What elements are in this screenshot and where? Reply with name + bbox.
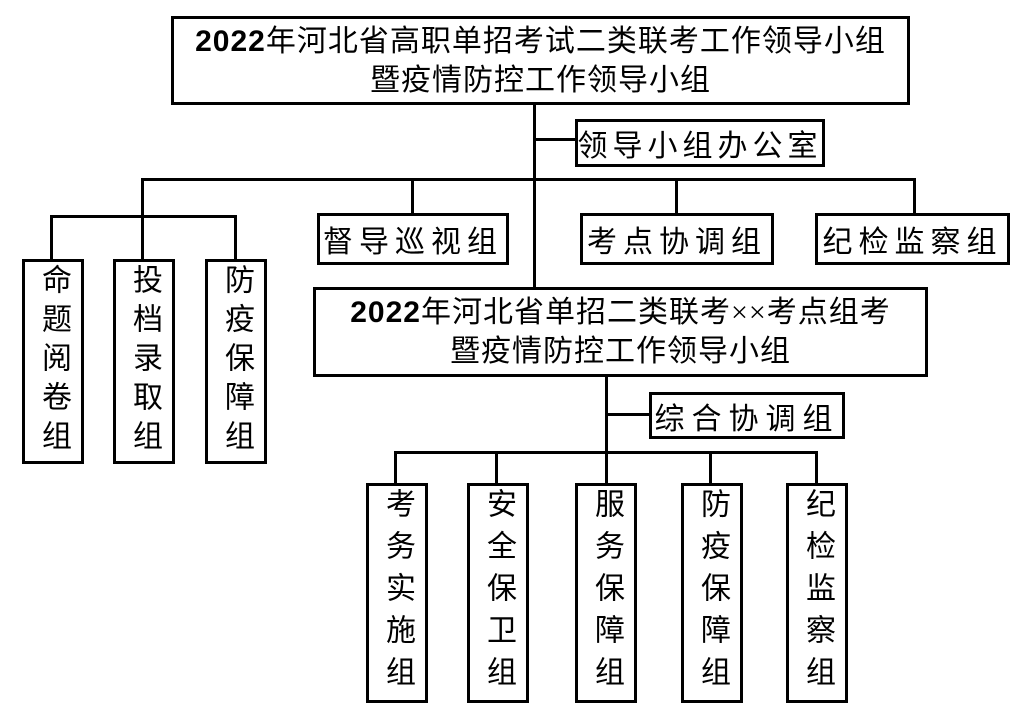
connector-office-branch xyxy=(534,138,575,141)
epidemic-prevention-label: 防疫保障组 xyxy=(220,264,253,459)
connector-level2-bus xyxy=(141,178,916,181)
connector-drop-site-coordination xyxy=(675,178,678,213)
connector-drop-exam-implementation xyxy=(394,451,397,483)
box-epidemic-prevention-group-site: 防疫保障组 xyxy=(681,483,743,703)
site-coordination-label: 考点协调组 xyxy=(587,226,767,259)
connector-drop-discipline xyxy=(913,178,916,213)
epidemic-prevention-site-label: 防疫保障组 xyxy=(696,488,729,698)
connector-drop-discipline-site xyxy=(815,451,818,483)
connector-drop-epidemic xyxy=(234,215,237,259)
box-exam-implementation-group: 考务实施组 xyxy=(366,483,428,703)
discipline-inspection-label: 纪检监察组 xyxy=(822,226,1003,259)
exam-implementation-label: 考务实施组 xyxy=(381,488,414,698)
site-root-title: 2022年河北省单招二类联考××考点组考 暨疫情防控工作领导小组 xyxy=(350,293,891,371)
discipline-inspection-site-label: 纪检监察组 xyxy=(801,488,834,698)
connector-drop-proposition xyxy=(50,215,53,259)
box-site-coordination-group: 考点协调组 xyxy=(580,213,774,265)
connector-drop-security xyxy=(495,451,498,483)
proposition-marking-label: 命题阅卷组 xyxy=(37,264,70,459)
box-epidemic-prevention-group: 防疫保障组 xyxy=(205,259,267,464)
connector-site-office-branch xyxy=(607,413,649,416)
provincial-root-box: 2022年河北省高职单招考试二类联考工作领导小组 暨疫情防控工作领导小组 xyxy=(171,16,910,105)
site-office-box: 综合协调组 xyxy=(649,392,845,439)
site-office-label: 综合协调组 xyxy=(654,402,840,436)
connector-drop-epidemic-site xyxy=(709,451,712,483)
box-supervision-inspection-group: 督导巡视组 xyxy=(317,213,509,265)
filing-admission-label: 投档录取组 xyxy=(128,264,161,459)
box-discipline-inspection-group: 纪检监察组 xyxy=(815,213,1010,265)
supervision-inspection-label: 督导巡视组 xyxy=(323,226,503,259)
connector-trunk-site xyxy=(605,377,608,483)
box-security-group: 安全保卫组 xyxy=(467,483,529,703)
provincial-root-line2: 暨疫情防控工作领导小组 xyxy=(370,63,711,97)
provincial-root-year: 2022 xyxy=(195,24,266,58)
site-root-line2: 暨疫情防控工作领导小组 xyxy=(450,335,791,368)
box-service-support-group: 服务保障组 xyxy=(575,483,637,703)
security-label: 安全保卫组 xyxy=(482,488,515,698)
site-root-line1: 年河北省单招二类联考××考点组考 xyxy=(420,296,891,329)
connector-left-branch-drop xyxy=(141,178,144,218)
connector-level3-bus xyxy=(394,451,818,454)
box-filing-admission-group: 投档录取组 xyxy=(113,259,175,464)
box-proposition-marking-group: 命题阅卷组 xyxy=(22,259,84,464)
connector-trunk-provincial xyxy=(533,105,536,290)
service-support-label: 服务保障组 xyxy=(590,488,623,698)
provincial-root-line1: 年河北省高职单招考试二类联考工作领导小组 xyxy=(265,24,886,58)
box-discipline-inspection-group-site: 纪检监察组 xyxy=(786,483,848,703)
provincial-office-box: 领导小组办公室 xyxy=(575,119,825,167)
connector-drop-filing xyxy=(141,215,144,259)
connector-drop-supervision xyxy=(411,178,414,213)
site-root-year: 2022 xyxy=(350,296,421,329)
provincial-root-title: 2022年河北省高职单招考试二类联考工作领导小组 暨疫情防控工作领导小组 xyxy=(195,22,886,100)
site-root-box: 2022年河北省单招二类联考××考点组考 暨疫情防控工作领导小组 xyxy=(313,287,928,377)
provincial-office-label: 领导小组办公室 xyxy=(577,130,823,163)
